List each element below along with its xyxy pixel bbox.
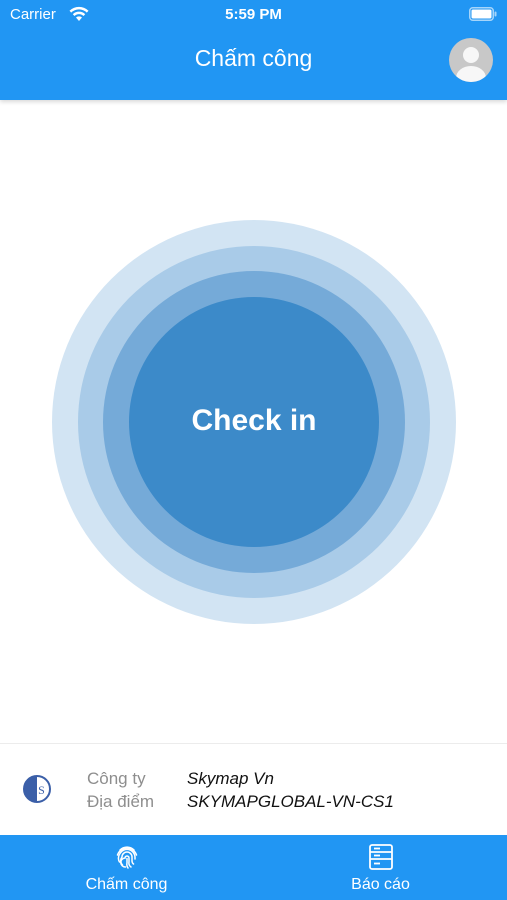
avatar[interactable] bbox=[449, 38, 493, 82]
wifi-icon bbox=[69, 6, 89, 21]
company-label: Công ty bbox=[87, 769, 146, 788]
company-row: Công ty Skymap Vn bbox=[87, 769, 274, 789]
fingerprint-icon bbox=[116, 846, 137, 869]
status-bar: Carrier 5:59 PM bbox=[0, 0, 507, 30]
tab-bao-cao-label: Báo cáo bbox=[351, 876, 410, 893]
tab-cham-cong[interactable]: Chấm công bbox=[0, 835, 253, 900]
report-icon bbox=[368, 844, 393, 870]
avatar-icon bbox=[456, 47, 486, 82]
svg-text:S: S bbox=[38, 783, 45, 797]
tab-bar: Chấm công Báo cáo bbox=[0, 835, 507, 900]
company-value: Skymap Vn bbox=[187, 769, 274, 788]
location-label: Địa điểm bbox=[87, 792, 155, 811]
checkin-button[interactable] bbox=[129, 297, 379, 547]
tab-cham-cong-label: Chấm công bbox=[85, 876, 168, 893]
info-panel: S Công ty Skymap Vn Địa điểm SKYMAPGLOBAL-… bbox=[0, 743, 507, 836]
carrier-label: Carrier bbox=[10, 6, 56, 23]
battery-icon bbox=[469, 7, 497, 21]
top-bar: Carrier 5:59 PM Chấm công bbox=[0, 0, 507, 100]
tab-bao-cao[interactable]: Báo cáo bbox=[254, 835, 507, 900]
status-time: 5:59 PM bbox=[225, 6, 282, 23]
page-title: Chấm công bbox=[194, 45, 313, 71]
location-value: SKYMAPGLOBAL-VN-CS1 bbox=[187, 792, 394, 811]
location-row: Địa điểm SKYMAPGLOBAL-VN-CS1 bbox=[87, 792, 394, 812]
company-logo-icon: S bbox=[23, 775, 51, 803]
